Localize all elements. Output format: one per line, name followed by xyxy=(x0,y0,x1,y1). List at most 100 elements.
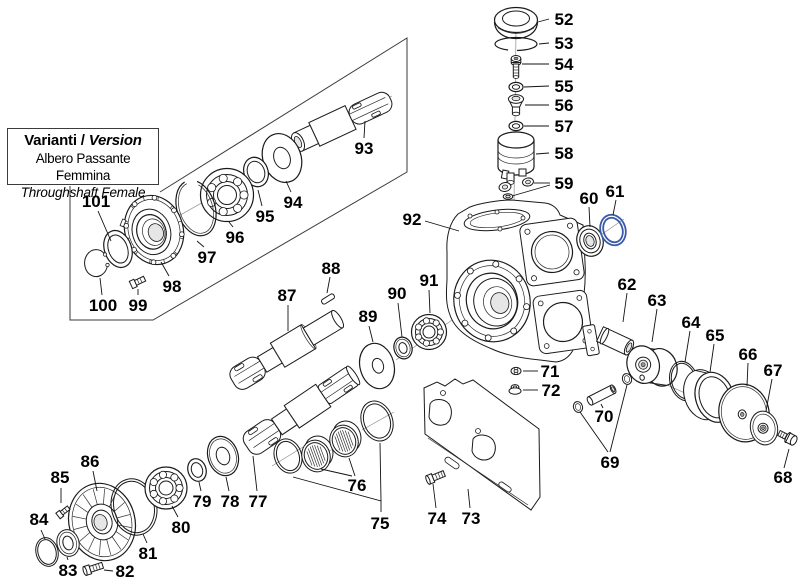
part-label-53: 53 xyxy=(555,34,574,53)
part-label-82: 82 xyxy=(116,562,135,581)
part-label-78: 78 xyxy=(221,492,240,511)
part-label-63: 63 xyxy=(648,291,667,310)
part-73-mounting-plate xyxy=(423,378,541,511)
part-56-valve xyxy=(507,94,525,117)
part-label-73: 73 xyxy=(462,509,481,528)
part-label-70: 70 xyxy=(595,407,614,426)
part-71-nut xyxy=(510,366,522,376)
part-76-needle-bearing-2 xyxy=(329,420,362,458)
part-label-74: 74 xyxy=(428,509,447,528)
part-53-ring xyxy=(494,36,538,52)
part-78-washer xyxy=(206,435,240,477)
part-label-81: 81 xyxy=(139,544,158,563)
part-86-pulley xyxy=(67,482,137,562)
part-76-needle-bearing-1 xyxy=(301,435,334,473)
part-90-ring xyxy=(393,336,413,360)
part-label-77: 77 xyxy=(249,492,268,511)
part-label-79: 79 xyxy=(193,492,212,511)
part-57-washer xyxy=(508,120,524,132)
part-label-65: 65 xyxy=(706,326,725,345)
variant-line-english: Throughshaft Female xyxy=(20,185,146,200)
part-label-64: 64 xyxy=(682,313,701,332)
part-70-pin xyxy=(586,384,617,406)
part-label-87: 87 xyxy=(278,286,297,305)
part-label-69: 69 xyxy=(601,453,620,472)
part-label-88: 88 xyxy=(322,259,341,278)
part-59-nuts xyxy=(498,177,534,200)
part-58-valve-housing xyxy=(497,131,535,185)
part-96-bearing xyxy=(199,167,255,223)
part-88-key xyxy=(321,293,335,305)
part-label-86: 86 xyxy=(81,452,100,471)
part-label-85: 85 xyxy=(51,468,70,487)
part-label-56: 56 xyxy=(555,96,574,115)
part-87-pto-shaft xyxy=(229,309,345,390)
part-label-90: 90 xyxy=(388,284,407,303)
part-label-97: 97 xyxy=(198,248,217,267)
part-label-66: 66 xyxy=(739,345,758,364)
part-label-92: 92 xyxy=(403,210,422,229)
part-75-oring-left xyxy=(273,438,303,474)
part-63-piston xyxy=(626,345,678,387)
part-label-75: 75 xyxy=(371,514,390,533)
part-label-60: 60 xyxy=(580,189,599,208)
part-label-68: 68 xyxy=(774,468,793,487)
part-label-72: 72 xyxy=(542,381,561,400)
part-label-58: 58 xyxy=(555,144,574,163)
part-68-bolt xyxy=(777,429,798,446)
part-label-76: 76 xyxy=(348,476,367,495)
variant-title: Varianti / Version xyxy=(24,132,142,149)
part-label-101: 101 xyxy=(82,192,110,211)
part-label-62: 62 xyxy=(618,275,637,294)
part-label-94: 94 xyxy=(284,193,303,212)
part-label-54: 54 xyxy=(555,55,574,74)
part-100-circlip xyxy=(84,249,110,278)
part-54-screw xyxy=(510,55,522,79)
part-61-blue-oring xyxy=(599,213,627,247)
part-label-52: 52 xyxy=(555,10,574,29)
part-label-100: 100 xyxy=(89,296,117,315)
part-82-bolt xyxy=(82,561,105,577)
part-label-57: 57 xyxy=(555,117,574,136)
part-label-83: 83 xyxy=(59,561,78,580)
part-label-89: 89 xyxy=(359,307,378,326)
part-83-washer xyxy=(56,529,80,557)
part-label-61: 61 xyxy=(606,182,625,201)
part-67-disc xyxy=(749,410,779,446)
part-label-93: 93 xyxy=(355,139,374,158)
part-label-96: 96 xyxy=(226,228,245,247)
part-93-shaft xyxy=(290,91,393,152)
part-label-80: 80 xyxy=(172,518,191,537)
part-98-bearing-flange xyxy=(119,194,185,266)
part-label-91: 91 xyxy=(420,271,439,290)
part-79-ring xyxy=(187,458,207,482)
leader-lines xyxy=(40,18,790,572)
part-label-67: 67 xyxy=(764,361,783,380)
part-89-washer xyxy=(358,342,396,390)
part-label-71: 71 xyxy=(541,362,560,381)
part-74-bolt xyxy=(425,470,447,485)
part-84-oring xyxy=(35,537,59,567)
part-label-84: 84 xyxy=(30,510,49,529)
part-75-oring-right xyxy=(360,400,394,442)
part-label-59: 59 xyxy=(555,174,574,193)
part-92-crankcase xyxy=(445,199,594,363)
part-85-bolt xyxy=(55,505,71,520)
variant-region-bracket xyxy=(69,37,408,321)
part-62-valve-rod xyxy=(582,324,635,357)
variant-line-italian: Albero Passante Femmina xyxy=(35,151,131,183)
part-label-99: 99 xyxy=(129,296,148,315)
part-52-cap xyxy=(493,6,539,40)
part-label-95: 95 xyxy=(256,207,275,226)
part-80-bearing xyxy=(144,466,188,510)
part-91-bearing xyxy=(410,313,448,351)
part-99-bolt xyxy=(128,275,147,290)
part-label-55: 55 xyxy=(555,77,574,96)
part-77-crankshaft xyxy=(242,365,361,455)
variant-box: Varianti / Version Albero Passante Femmi… xyxy=(7,128,159,200)
part-label-98: 98 xyxy=(163,277,182,296)
part-72-flanged-nut xyxy=(508,384,522,395)
